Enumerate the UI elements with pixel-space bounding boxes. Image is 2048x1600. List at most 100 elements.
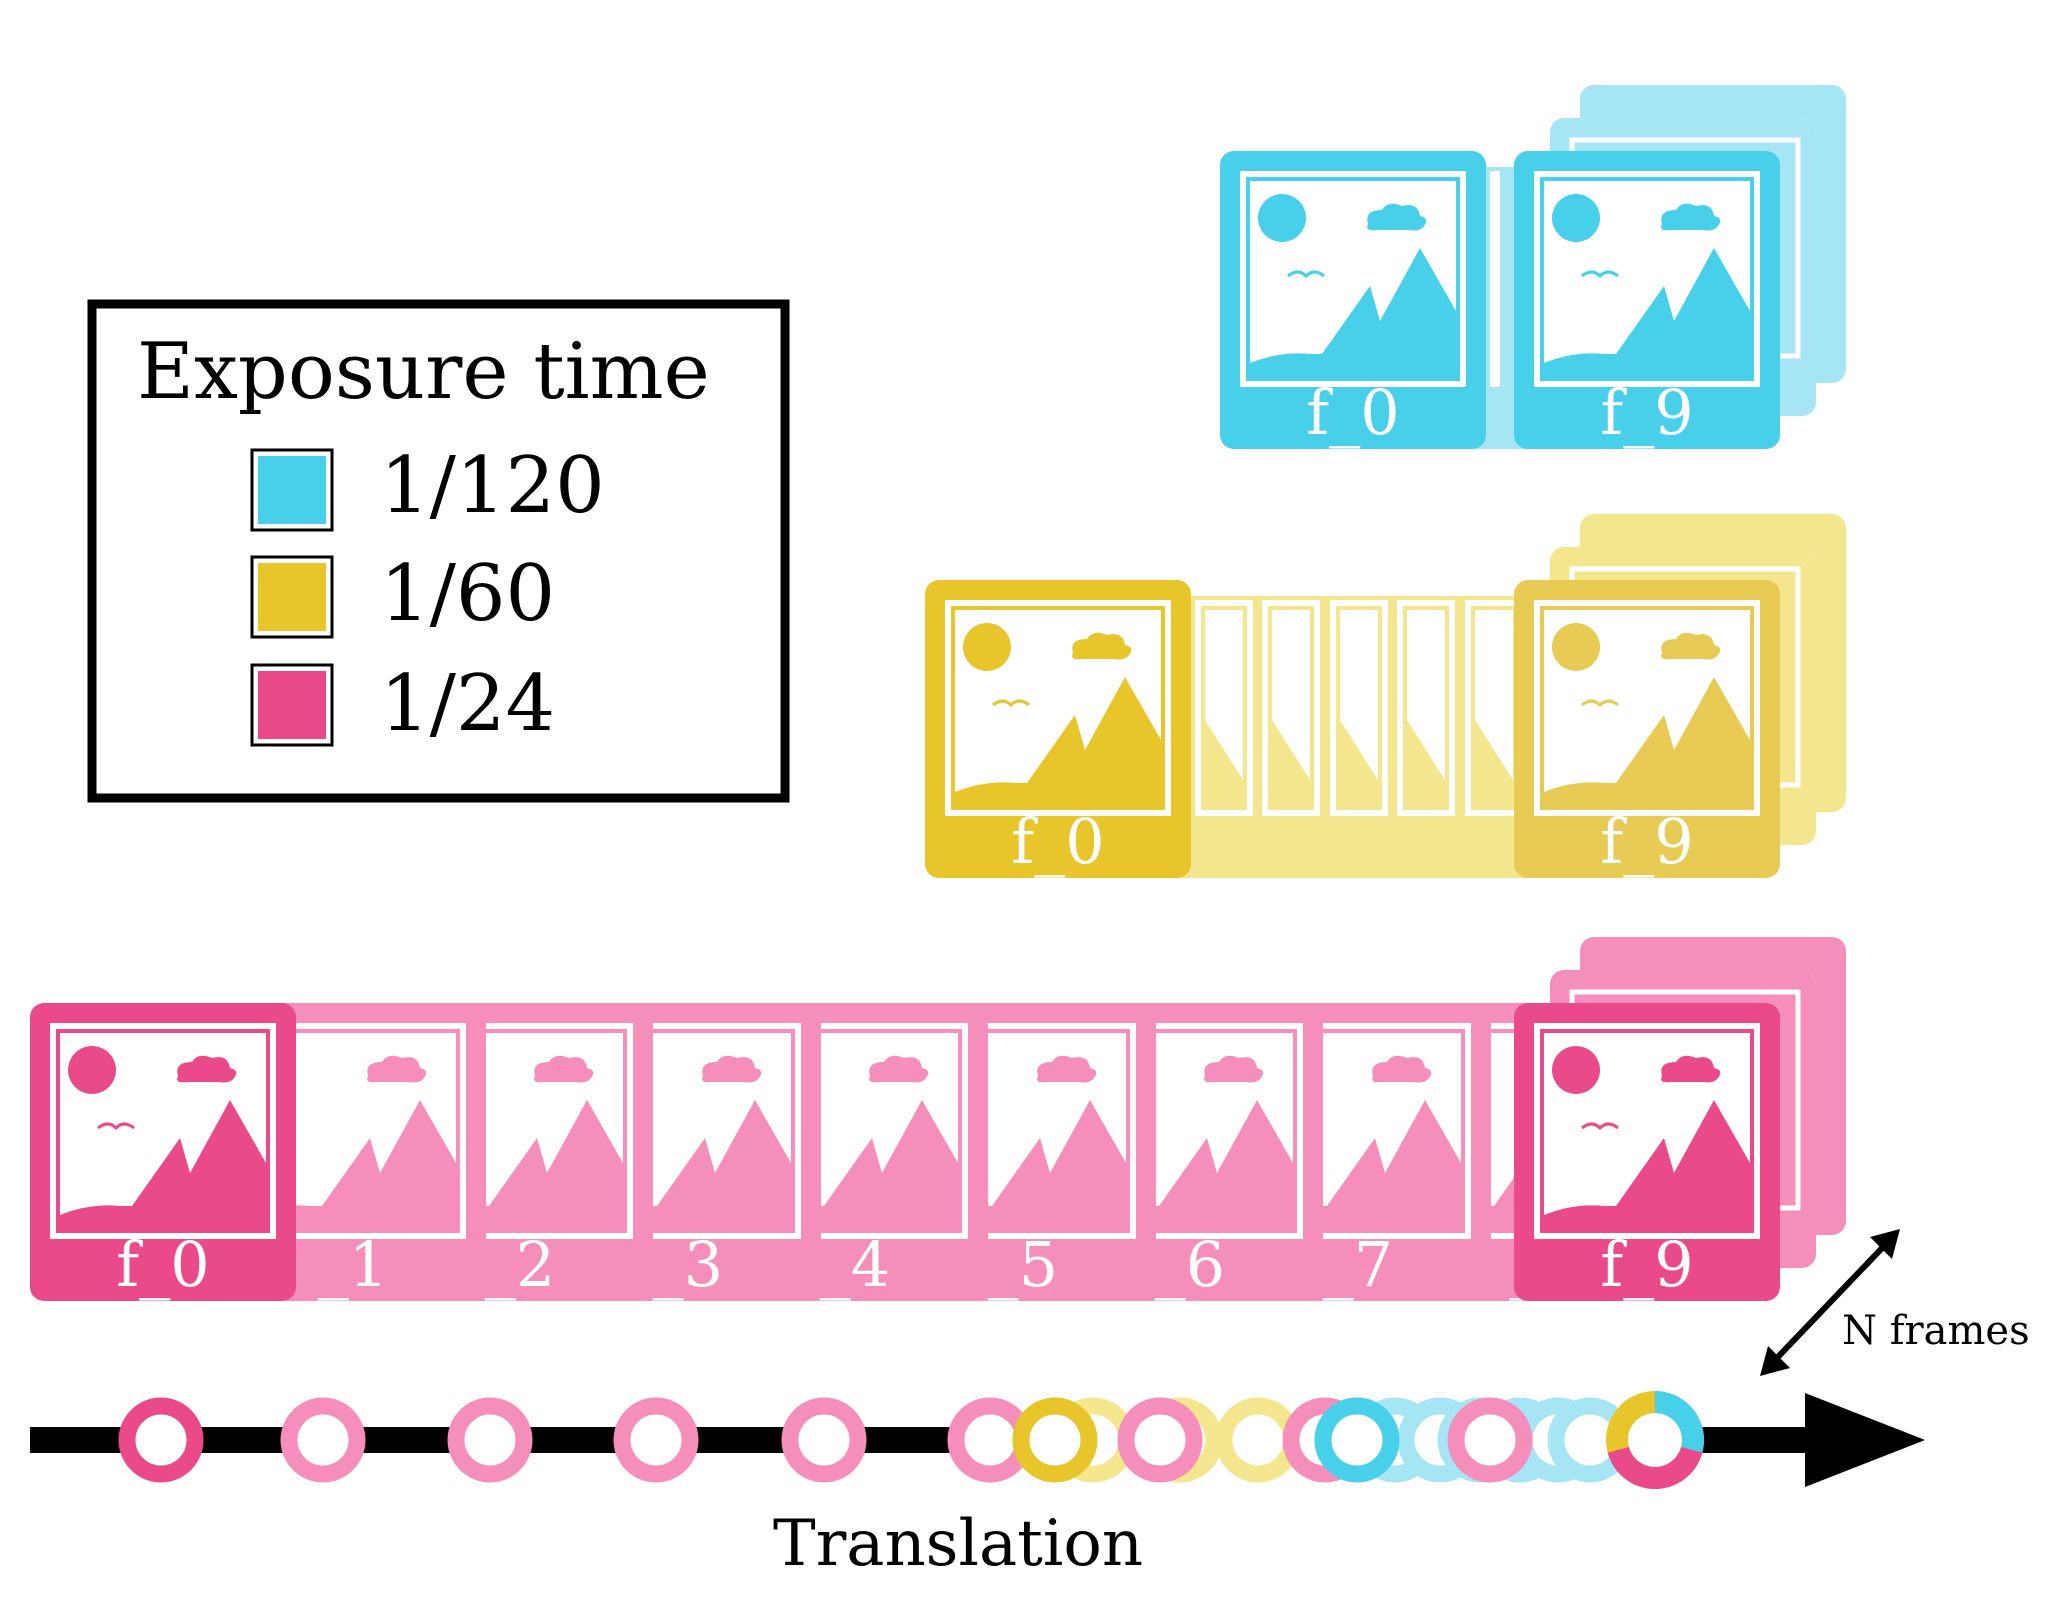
yellow-frame-f0: f_0 (925, 580, 1191, 878)
translation-axis (30, 1391, 1925, 1489)
landscape-icon (417, 1055, 623, 1229)
frame-label: _4 (820, 1228, 890, 1301)
cloud-icon (1661, 203, 1721, 231)
sun-icon (68, 1046, 116, 1094)
landscape-icon (752, 1055, 958, 1229)
cloud-icon (177, 1055, 237, 1083)
frame-label: f_0 (1306, 376, 1399, 449)
cloud-icon (1367, 203, 1427, 231)
yellow-intermediate-frame (1397, 600, 1455, 816)
mountain-icon (1087, 1100, 1293, 1229)
frame-label: _2 (485, 1228, 555, 1301)
pink-ring (280, 1397, 366, 1483)
legend-label-1-60: 1/60 (380, 549, 555, 639)
sun-icon (1258, 194, 1306, 242)
mountain-icon (417, 1100, 623, 1229)
pink-ring (1447, 1397, 1533, 1483)
bird-icon (1581, 1122, 1619, 1131)
cloud-icon (1372, 1055, 1432, 1083)
bird-icon (1287, 270, 1325, 279)
frames-layer: f_0f_9f_0f_9__7_6_5_4_3_2_1f_0f_9 (30, 85, 1846, 1301)
mountain-icon (1250, 248, 1456, 377)
n-frames-label: N frames (1842, 1308, 2030, 1354)
legend: Exposure time 1/120 1/60 1/24 (87, 299, 790, 803)
cyan-frame-f0: f_0 (1220, 151, 1486, 449)
legend-item-1-120: 1/120 (250, 441, 605, 532)
sun-icon (963, 623, 1011, 671)
landscape-icon (1544, 194, 1750, 377)
frame-label: _3 (653, 1228, 723, 1301)
cloud-icon (367, 1055, 427, 1083)
frame-label: _6 (1155, 1228, 1225, 1301)
legend-box (87, 299, 790, 803)
frame-label: _1 (318, 1228, 388, 1301)
landscape-icon (250, 1055, 456, 1229)
yellow-frame-f9: f_9 (1514, 580, 1780, 878)
sun-icon (1552, 1046, 1600, 1094)
cloud-icon (869, 1055, 929, 1083)
mountain-icon (955, 677, 1161, 806)
bird-icon (97, 1122, 135, 1131)
landscape-icon (955, 623, 1161, 806)
mountain-icon (752, 1100, 958, 1229)
landscape-icon (585, 1055, 791, 1229)
cloud-icon (1204, 1055, 1264, 1083)
mountain-icon (250, 1100, 456, 1229)
legend-item-1-24: 1/24 (250, 659, 555, 749)
legend-label-1-120: 1/120 (380, 441, 605, 531)
landscape-icon (1250, 194, 1456, 377)
mountain-icon (1544, 677, 1750, 806)
cloud-icon (702, 1055, 762, 1083)
combined-ring (1606, 1391, 1704, 1489)
cloud-icon (1661, 632, 1721, 660)
mountain-icon (1544, 248, 1750, 377)
pink-ring (447, 1397, 533, 1483)
pink-ring (613, 1397, 699, 1483)
legend-title: Exposure time (137, 327, 710, 417)
yellow-intermediate-frame (1330, 600, 1388, 816)
yellow-intermediate-frame (1195, 600, 1253, 816)
pink-ring (1117, 1397, 1203, 1483)
n-frames-arrow-icon (1772, 1242, 1888, 1363)
pink-frame-f0: f_0 (30, 1003, 296, 1301)
mountain-icon (1544, 1100, 1750, 1229)
landscape-icon (1544, 623, 1750, 806)
frame-label: _7 (1323, 1228, 1393, 1301)
cloud-icon (534, 1055, 594, 1083)
yellow-intermediate-frame (1262, 600, 1320, 816)
pink-ring (781, 1397, 867, 1483)
frame-label: f_9 (1600, 805, 1693, 878)
mountain-icon (60, 1100, 266, 1229)
bird-icon (1581, 270, 1619, 279)
frame-label: f_9 (1600, 1228, 1693, 1301)
cyan-frame-f9: f_9 (1514, 151, 1780, 449)
yellow-ghost-ring (1215, 1397, 1301, 1483)
sun-icon (1552, 623, 1600, 671)
landscape-icon (1087, 1055, 1293, 1229)
n-frames-indicator: N frames (1760, 1229, 2030, 1376)
frame-label: f_0 (1011, 805, 1104, 878)
cloud-icon (1037, 1055, 1097, 1083)
landscape-icon (920, 1055, 1126, 1229)
mountain-icon (585, 1100, 791, 1229)
mountain-icon (1255, 1100, 1461, 1229)
mountain-icon (920, 1100, 1126, 1229)
legend-item-1-60: 1/60 (250, 549, 555, 639)
frame-label: f_0 (116, 1228, 209, 1301)
pink-frame-f9: f_9 (1514, 1003, 1780, 1301)
axis-label: Translation (773, 1507, 1143, 1581)
pink-ring (118, 1397, 204, 1483)
yellow-ring (1012, 1397, 1098, 1483)
legend-label-1-24: 1/24 (380, 659, 555, 749)
bird-icon (992, 699, 1030, 708)
frame-label: f_9 (1600, 376, 1693, 449)
axis-arrowhead-icon (1805, 1393, 1925, 1487)
landscape-icon (1544, 1046, 1750, 1229)
yellow-intermediate-frame (1465, 600, 1523, 816)
frame-label: _5 (988, 1228, 1058, 1301)
bird-icon (1581, 699, 1619, 708)
landscape-icon (60, 1046, 266, 1229)
cyan-ring (1314, 1397, 1400, 1483)
cloud-icon (1072, 632, 1132, 660)
landscape-icon (1255, 1055, 1461, 1229)
